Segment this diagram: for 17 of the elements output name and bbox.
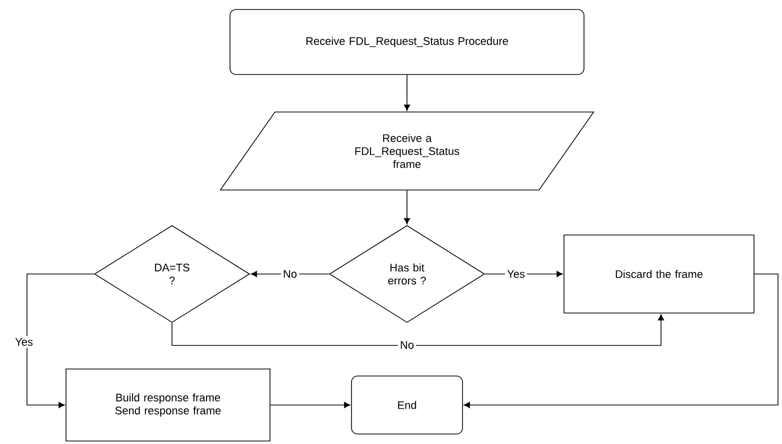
arrow [404, 190, 410, 224]
input-parallelogram: Receive a FDL_Request_Status frame [220, 112, 594, 190]
start-box: Receive FDL_Request_Status Procedure [230, 9, 584, 75]
arrow [270, 402, 350, 408]
arrow [464, 274, 778, 408]
arrow [484, 270, 563, 278]
edge-label: Yes [13, 336, 35, 348]
end-box: End [351, 376, 463, 434]
edge-label: Yes [505, 268, 527, 280]
edge-label: No [280, 268, 300, 280]
edge-label: No [398, 339, 416, 351]
arrow [172, 314, 664, 346]
process-box: Discard the frame [564, 234, 754, 314]
process-box: Build response frame Send response frame [66, 368, 270, 442]
arrow [26, 274, 94, 408]
arrow [404, 74, 410, 111]
arrow [250, 270, 330, 278]
